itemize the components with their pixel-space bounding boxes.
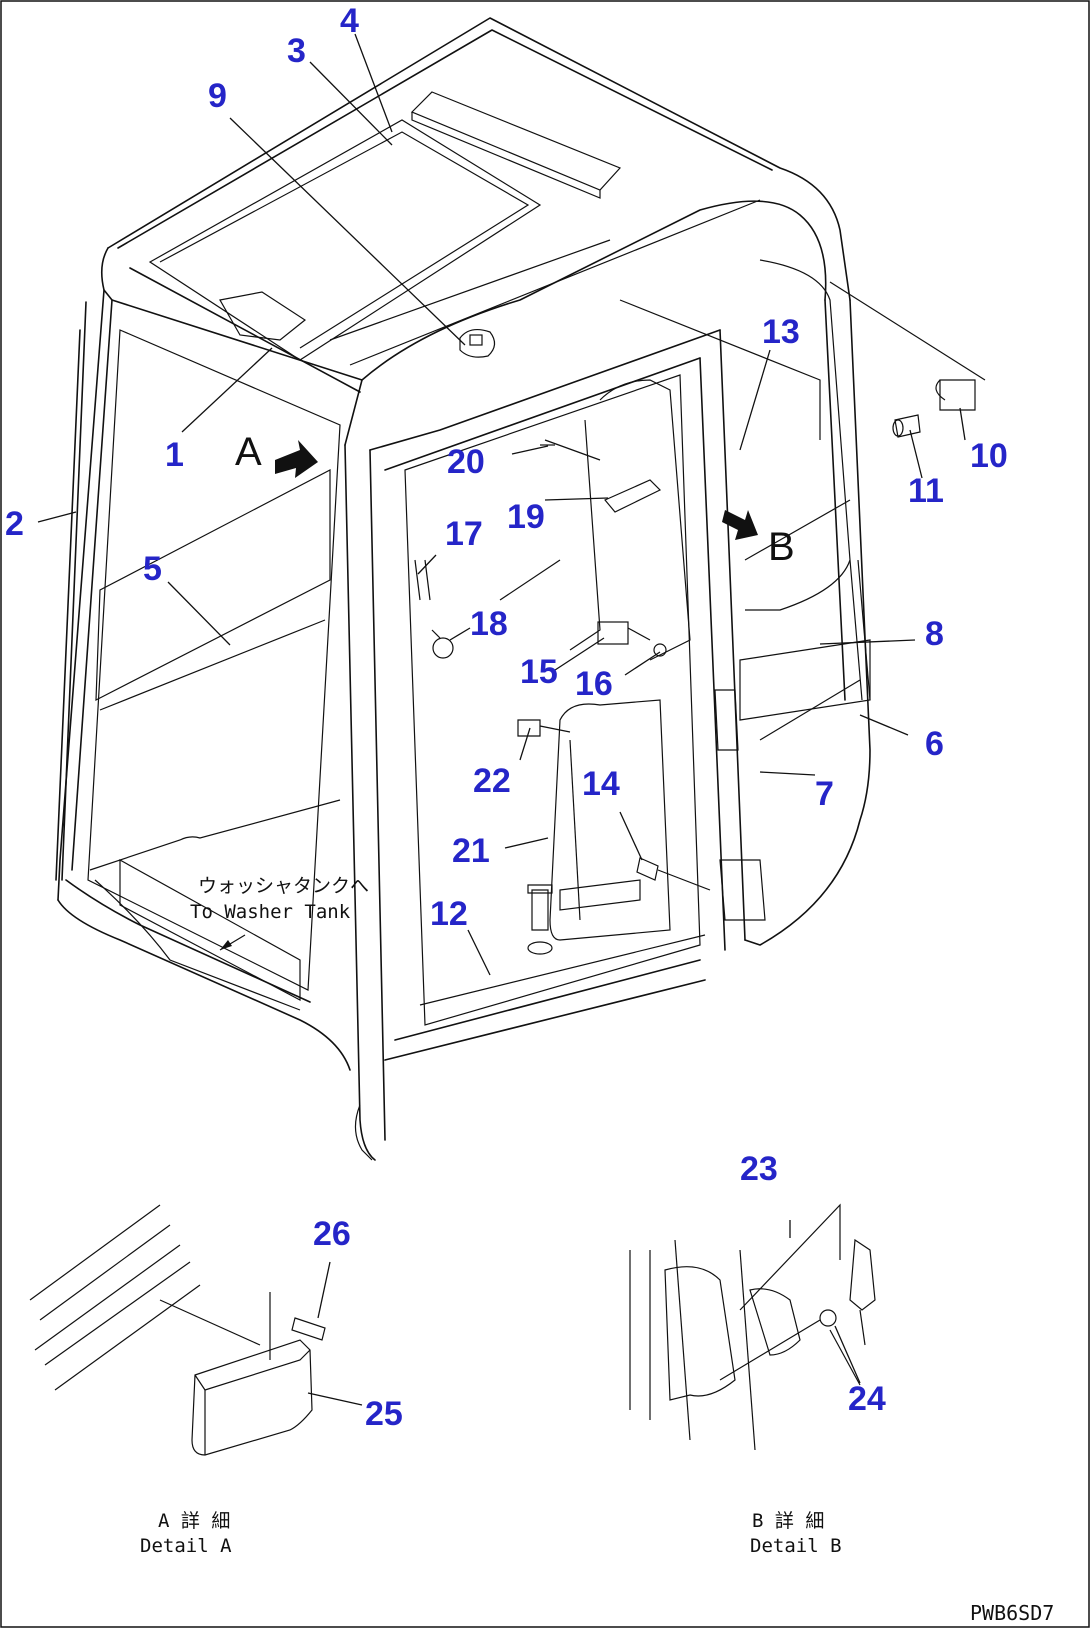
view-arrow-a	[275, 440, 318, 478]
washer-note-jp: ウォッシャタンクへ	[198, 875, 369, 897]
callout-4: 4	[340, 2, 359, 40]
callout-1: 1	[165, 436, 184, 474]
detail-a-caption-en: Detail A	[140, 1535, 232, 1557]
callout-9: 9	[208, 77, 227, 115]
callout-10: 10	[970, 437, 1008, 475]
cab-body	[55, 17, 986, 1161]
callout-22: 22	[473, 762, 511, 800]
callout-8: 8	[925, 615, 944, 653]
callout-6: 6	[925, 725, 944, 763]
detail-b-caption-en: Detail B	[750, 1535, 842, 1557]
callout-12: 12	[430, 895, 468, 933]
callout-17: 17	[445, 515, 483, 553]
callout-15: 15	[520, 653, 558, 691]
view-letter-b: B	[768, 525, 795, 569]
view-arrow-b	[722, 510, 758, 540]
callout-24: 24	[848, 1380, 886, 1418]
leader-lines	[37, 33, 966, 1406]
callout-3: 3	[287, 32, 306, 70]
callout-23: 23	[740, 1150, 778, 1188]
callout-5: 5	[143, 550, 162, 588]
detail-b-caption-jp: B 詳 細	[752, 1510, 824, 1532]
callout-20: 20	[447, 443, 485, 481]
callout-19: 19	[507, 498, 545, 536]
callout-2: 2	[5, 505, 24, 543]
callout-labels: 1 2 3 4 5 6 7 8 9 10 11 12 13 14 15 16 1…	[5, 2, 1008, 1433]
callout-26: 26	[313, 1215, 351, 1253]
callout-14: 14	[582, 765, 620, 803]
drawing-code: PWB6SD7	[970, 1601, 1054, 1625]
detail-a-caption-jp: A 詳 細	[158, 1510, 230, 1532]
callout-13: 13	[762, 313, 800, 351]
detail-a-drawing	[29, 1204, 326, 1456]
callout-25: 25	[365, 1395, 403, 1433]
washer-note-en: To Washer Tank	[190, 901, 351, 923]
detail-b-drawing	[629, 1203, 876, 1451]
callout-7: 7	[815, 775, 834, 813]
callout-16: 16	[575, 665, 613, 703]
callout-11: 11	[908, 472, 944, 510]
callout-18: 18	[470, 605, 508, 643]
callout-21: 21	[452, 832, 490, 870]
view-letter-a: A	[235, 430, 262, 474]
